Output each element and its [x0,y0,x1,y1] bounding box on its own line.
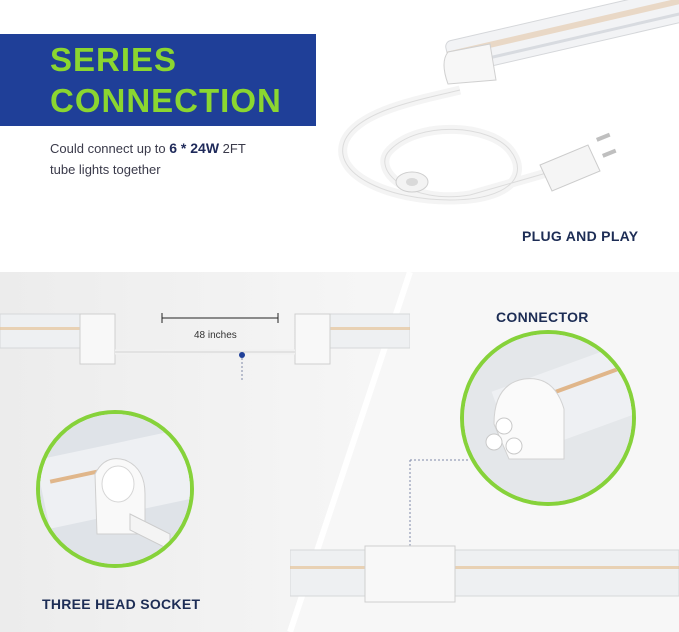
bottom-tubes-illustration [290,459,679,603]
description-line-2: tube lights together [50,162,161,177]
connector-zoom-circle [460,330,636,506]
title-line-1: SERIES [50,41,178,78]
two-tubes-illustration [0,313,410,380]
plug-icon [539,132,617,192]
description-highlight: 6 * 24W [169,140,220,156]
distance-label: 48 inches [194,330,237,341]
tube-light-with-cord-illustration [338,0,679,205]
title-banner [0,34,316,126]
description-prefix: Could connect up to [50,141,170,156]
three-head-socket-label: THREE HEAD SOCKET [42,596,201,612]
three-head-socket-illustration [40,414,190,564]
tube-light [445,0,679,75]
connector-label: CONNECTOR [496,309,589,325]
description: Could connect up to 6 * 24W 2FT tube lig… [50,138,310,180]
title-line-2: CONNECTION [50,82,282,119]
three-head-socket-zoom-circle [36,410,194,568]
plug-and-play-label: PLUG AND PLAY [522,228,639,244]
connector-illustration [464,334,632,502]
description-suffix: 2FT [219,141,246,156]
